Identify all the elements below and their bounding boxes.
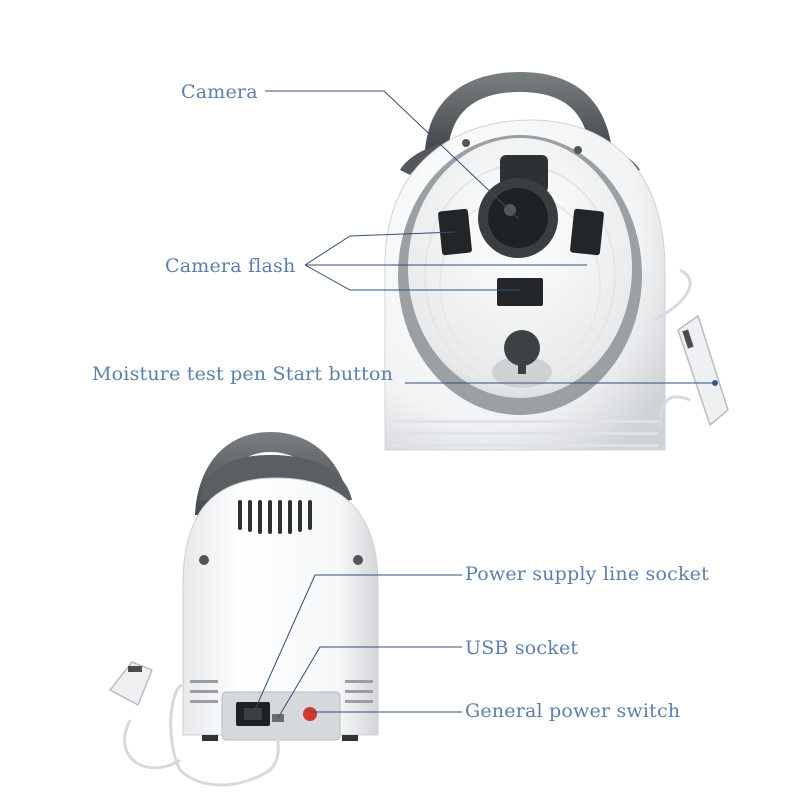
leader-lines	[252, 90, 715, 719]
front-device	[384, 72, 729, 451]
callout-camera: Camera	[181, 81, 258, 103]
foot	[342, 735, 358, 741]
side-vents	[190, 680, 373, 703]
screw-hole	[574, 146, 582, 154]
callout-power-socket: Power supply line socket	[465, 563, 709, 585]
front-stripe	[392, 420, 658, 423]
top-vent-grille	[238, 500, 312, 534]
flash-bottom-icon	[497, 278, 543, 306]
power-switch-icon	[303, 707, 317, 721]
front-stripe	[392, 432, 658, 435]
back-handle	[195, 432, 352, 515]
camera-leader	[265, 90, 519, 219]
callout-camera-flash: Camera flash	[165, 255, 296, 277]
power-socket-leader	[252, 574, 462, 715]
flash-leader-bottom	[304, 264, 520, 291]
screw-hole	[462, 139, 470, 147]
front-handle	[425, 72, 612, 150]
front-face-bowl	[408, 138, 632, 398]
usb-socket-leader	[277, 646, 462, 719]
callout-usb-socket: USB socket	[465, 637, 579, 659]
callout-moisture-pen: Moisture test pen Start button	[92, 363, 394, 385]
callout-power-switch: General power switch	[465, 700, 681, 722]
back-moisture-pen	[108, 661, 153, 707]
pen-cable	[169, 683, 280, 787]
flash-leader-left	[304, 231, 456, 266]
front-stripe	[392, 444, 658, 447]
screw-hole	[199, 555, 209, 565]
back-shell	[182, 477, 379, 736]
start-button-icon	[504, 330, 540, 366]
flash-right-icon	[570, 208, 604, 256]
foot	[202, 735, 218, 741]
back-device	[108, 432, 379, 787]
screw-hole	[353, 555, 363, 565]
